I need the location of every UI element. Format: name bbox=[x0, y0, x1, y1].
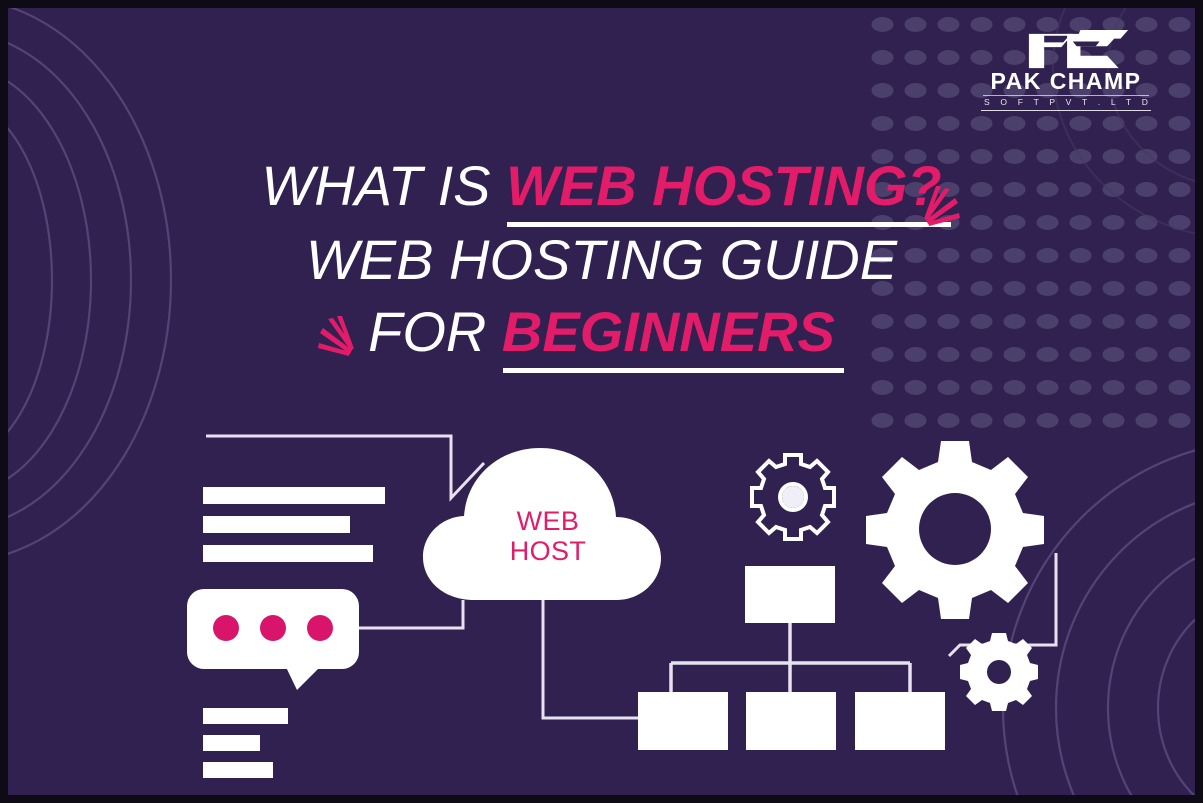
text-bars-bottom bbox=[203, 708, 288, 778]
cloud-label-line-2: HOST bbox=[509, 536, 587, 567]
text-bar bbox=[203, 762, 273, 778]
text-bar bbox=[203, 545, 373, 562]
logo-underline bbox=[981, 109, 1151, 111]
hosting-illustration bbox=[187, 434, 1058, 778]
gear-solid-small-icon bbox=[960, 633, 1038, 711]
rings-bottom-right bbox=[1001, 449, 1195, 795]
text-bar bbox=[203, 516, 350, 533]
headline-line-3-plain: FOR bbox=[368, 300, 487, 363]
headline-line-1-highlight: WEB HOSTING? bbox=[506, 154, 951, 227]
logo-name: PAK CHAMP bbox=[990, 68, 1142, 94]
connector-right-gear bbox=[947, 553, 1058, 658]
gear-solid-large-icon bbox=[866, 441, 1044, 619]
cloud-label-line-1: WEB bbox=[516, 506, 580, 536]
chat-dot bbox=[260, 615, 286, 641]
connector-top-left bbox=[206, 434, 486, 502]
connector-chat-to-cloud bbox=[348, 600, 465, 630]
logo-divider bbox=[983, 95, 1149, 96]
connector-cloud-to-network bbox=[541, 598, 638, 720]
network-child-box bbox=[638, 692, 728, 750]
headline-line-2-plain: WEB HOSTING GUIDE bbox=[305, 228, 898, 291]
headline-line-3-highlight: BEGINNERS bbox=[501, 300, 844, 373]
headline-line-1: WHAT IS WEB HOSTING? bbox=[8, 158, 1195, 232]
text-bars-top bbox=[203, 487, 385, 562]
poster-board: PAK CHAMP S O F T P V T . L T D WHAT IS … bbox=[8, 8, 1195, 795]
brand-logo: PAK CHAMP S O F T P V T . L T D bbox=[981, 30, 1151, 111]
gear-outline-small-icon bbox=[750, 453, 836, 541]
logo-subtitle: S O F T P V T . L T D bbox=[984, 97, 1153, 107]
network-parent-box bbox=[745, 566, 835, 623]
text-bar bbox=[203, 487, 385, 504]
chat-dot bbox=[213, 615, 239, 641]
chat-bubble-icon bbox=[187, 589, 359, 690]
text-bar bbox=[203, 708, 288, 724]
network-child-box bbox=[746, 692, 836, 750]
network-diagram bbox=[638, 566, 945, 750]
text-bar bbox=[203, 735, 260, 751]
headline-block: WHAT IS WEB HOSTING? WEB HOSTING GUIDE F… bbox=[8, 158, 1195, 378]
network-child-box bbox=[855, 692, 945, 750]
headline-line-3: FOR BEGINNERS bbox=[8, 304, 1195, 378]
headline-line-2: WEB HOSTING GUIDE bbox=[8, 232, 1195, 304]
pc-monogram-icon bbox=[1028, 30, 1129, 69]
background-decoration bbox=[8, 8, 1195, 795]
chat-dot bbox=[307, 615, 333, 641]
headline-line-1-plain: WHAT IS bbox=[261, 154, 491, 217]
cloud-label: WEB HOST bbox=[463, 506, 633, 566]
